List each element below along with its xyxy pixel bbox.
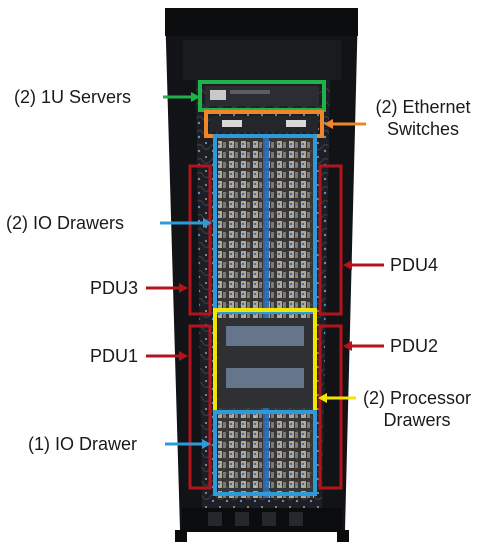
arrow-icon: [324, 119, 366, 129]
pdu3-label: PDU3: [90, 278, 139, 298]
processor-drawers-label-line1: (2) Processor: [362, 388, 472, 408]
io-drawer-single-label: (1) IO Drawer: [28, 434, 138, 454]
servers-1u-label: (2) 1U Servers: [14, 87, 132, 107]
pdu3-box: [188, 164, 212, 316]
ethernet-switches-label-line1: (2) Ethernet: [375, 97, 471, 117]
arrow-icon: [146, 351, 188, 361]
processor-drawers-label: (2) Processor Drawers: [358, 387, 476, 431]
arrow-icon: [343, 341, 384, 351]
arrow-icon: [160, 218, 212, 228]
arrow-icon: [318, 393, 356, 403]
pdu1-box: [188, 324, 212, 490]
ethernet-switches-label-line2: Switches: [386, 119, 460, 139]
arrow-icon: [163, 92, 200, 102]
rack-cabinet: [165, 8, 358, 542]
arrow-icon: [343, 260, 384, 270]
pdu4-box: [318, 164, 343, 316]
io-drawers-label: (2) IO Drawers: [6, 213, 125, 233]
arrow-icon: [146, 283, 188, 293]
pdu1-label: PDU1: [90, 346, 139, 366]
pdu2-label: PDU2: [390, 336, 439, 356]
pdu2-box: [318, 324, 343, 490]
pdu4-label: PDU4: [390, 255, 439, 275]
arrow-icon: [165, 439, 211, 449]
ethernet-switches-label: (2) Ethernet Switches: [368, 96, 478, 140]
io-drawer-single-box: [213, 410, 317, 496]
processor-drawers-label-line2: Drawers: [383, 410, 451, 430]
